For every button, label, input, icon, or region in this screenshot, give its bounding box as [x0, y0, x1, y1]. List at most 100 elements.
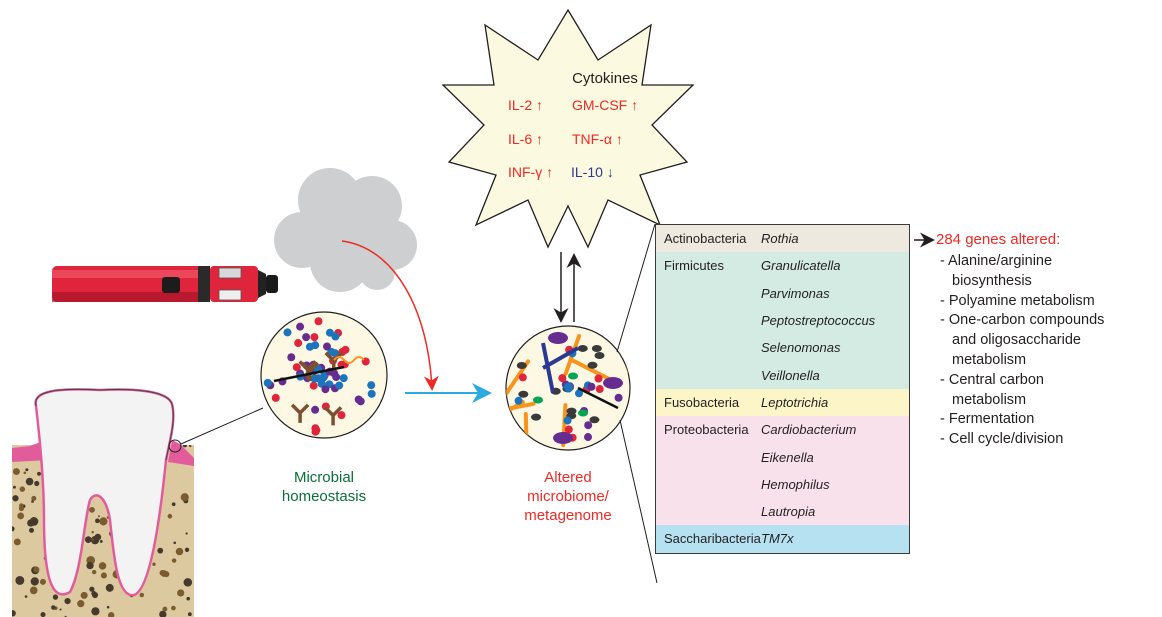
genus-cell: Lautropia	[761, 504, 816, 520]
bone-pore	[91, 538, 94, 541]
microbe-rod	[273, 365, 345, 383]
cytokine-gmcsf: GM-CSF ↑	[572, 97, 639, 113]
microbe-coccus	[314, 317, 323, 326]
cytokine-tnf-alpha: TNF-α ↑	[572, 131, 623, 147]
bone-pore	[40, 611, 46, 617]
taxa-row: Lautropia	[656, 497, 909, 526]
microbe-coccus	[518, 373, 527, 382]
microbe-coccus	[302, 333, 311, 342]
microbe-coccus	[296, 322, 305, 331]
microbe-coccus	[309, 381, 318, 390]
down-arrow-icon: ↓	[606, 164, 614, 180]
bone-pore	[171, 502, 176, 507]
label-line: Altered	[544, 469, 592, 486]
exposure-arrow	[341, 240, 439, 391]
microbe-coccus	[595, 385, 604, 394]
label-line: Microbial	[293, 469, 354, 486]
microbe-coccus	[311, 405, 320, 414]
bone-pore	[64, 598, 71, 605]
bone-pore	[13, 538, 21, 546]
microbe-coccus	[514, 396, 523, 405]
up-arrow-icon: ↑	[615, 131, 623, 147]
microbe-coccus	[305, 342, 314, 351]
genus-cell: Rothia	[761, 231, 799, 247]
bone-pore	[34, 480, 40, 487]
microbe-oval	[531, 413, 542, 421]
altered-microbe-circle	[505, 325, 631, 451]
bone-pore	[12, 526, 15, 532]
microbe-coccus	[332, 373, 341, 382]
microbe-rod	[577, 386, 619, 410]
microbe-coccus	[323, 342, 332, 351]
bone-pore	[52, 594, 59, 600]
genes-altered-title: 284 genes altered:	[936, 231, 1061, 248]
pathway-item: - Polyamine metabolism	[940, 292, 1095, 309]
bone-pore	[97, 515, 101, 518]
bone-pore	[184, 547, 190, 552]
up-arrow-icon: ↑	[631, 97, 639, 113]
bone-pore	[167, 513, 173, 519]
bone-pore	[25, 468, 29, 472]
bone-pore	[162, 606, 168, 612]
cytokine-il6: IL-6 ↑	[508, 131, 544, 147]
bone-pore	[180, 493, 189, 502]
microbe-coccus	[587, 382, 596, 391]
microbe-rod	[570, 358, 611, 381]
genus-cell: Granulicatella	[761, 258, 841, 274]
microbe-coccus	[263, 378, 272, 387]
microbe-oval	[587, 361, 598, 369]
label-line: metagenome	[524, 507, 612, 524]
bone-pore	[106, 605, 110, 609]
bone-pore	[99, 540, 103, 543]
cytokine-il10: IL-10 ↓	[571, 164, 614, 180]
vapor-cloud-icon	[274, 168, 417, 292]
microbe-rod	[506, 400, 525, 425]
microbe-capsule	[603, 377, 623, 389]
bone-pore	[91, 591, 97, 597]
bone-pore	[188, 445, 192, 448]
microbe-oval	[518, 390, 529, 398]
genus-cell: Peptostreptococcus	[761, 313, 876, 329]
microbe-coccus	[564, 425, 573, 434]
bone-pore	[89, 506, 95, 513]
pathway-item: biosynthesis	[952, 272, 1032, 289]
pathway-item: metabolism	[952, 351, 1027, 368]
microbe-coccus	[356, 397, 365, 406]
bone-pore	[33, 566, 40, 573]
bone-pore	[30, 577, 39, 586]
pathway-item: - Cell cycle/division	[940, 431, 1064, 448]
bone-pore	[185, 532, 188, 535]
bone-pore	[171, 558, 177, 563]
microbe-coccus	[310, 374, 319, 383]
microbe-capsule	[553, 432, 573, 444]
genus-cell: Selenomonas	[761, 340, 841, 356]
bone-pore	[105, 583, 114, 592]
bone-pore	[91, 607, 100, 616]
bone-pore	[182, 445, 188, 448]
bone-pore	[98, 562, 107, 570]
microbe-coccus	[330, 349, 339, 358]
taxa-row: Veillonella	[656, 361, 909, 389]
taxa-row: Peptostreptococcus	[656, 306, 909, 335]
phylum-cell: Firmicutes	[664, 258, 724, 274]
bone-pore	[19, 486, 26, 492]
microbe-oval	[594, 351, 605, 359]
bone-pore	[51, 605, 56, 610]
genus-cell: Hemophilus	[761, 476, 830, 492]
cytokine-inf-gamma: INF-γ ↑	[508, 164, 554, 180]
bone-pore	[183, 578, 193, 587]
bone-pore	[91, 569, 97, 575]
microbe-coccus	[584, 421, 593, 430]
bone-pore	[12, 610, 16, 617]
microbe-coccus	[558, 374, 567, 383]
bone-pore	[187, 612, 192, 617]
microbe-oval	[589, 416, 600, 424]
taxa-row: Firmicutes Granulicatella	[656, 252, 909, 280]
microbe-coccus	[584, 433, 593, 442]
pathway-item: - Fermentation	[940, 411, 1035, 428]
bone-pore	[160, 570, 168, 577]
